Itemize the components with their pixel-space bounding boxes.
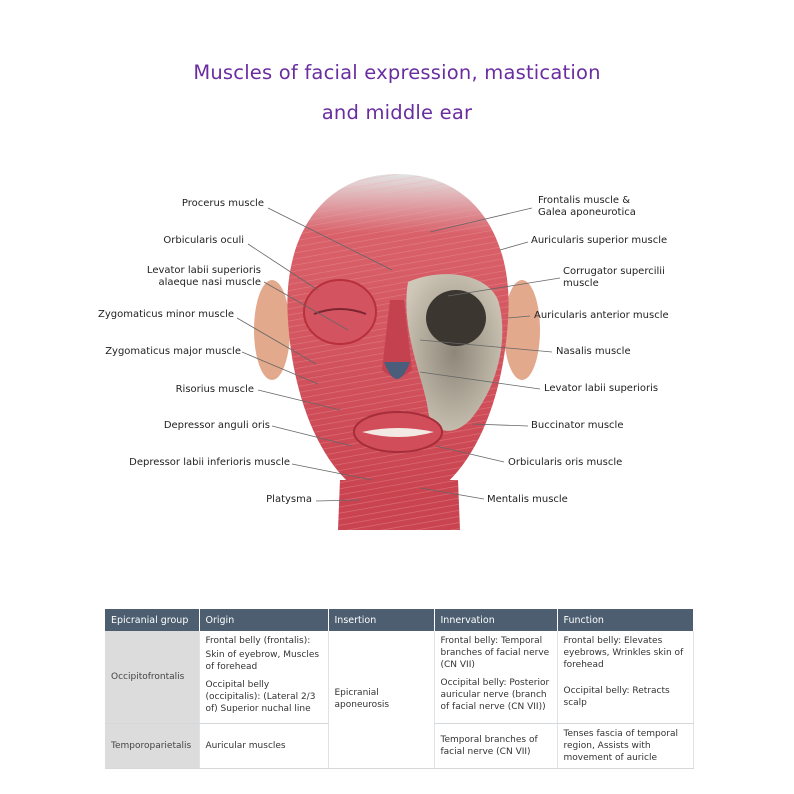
table-row: Occipitofrontalis Frontal belly (frontal… <box>105 631 694 769</box>
page-title-line-1: Muscles of facial expression, masticatio… <box>193 61 601 84</box>
function-occipital: Occipital belly: Retracts scalp <box>563 686 670 708</box>
label-orbicularis-oris: Orbicularis oris muscle <box>508 457 623 468</box>
origin-frontal: Skin of eyebrow, Muscles of forehead <box>205 650 320 672</box>
label-mentalis: Mentalis muscle <box>487 494 568 505</box>
header-epicranial-group: Epicranial group <box>105 609 200 631</box>
cell-origin-occipitofrontalis: Frontal belly (frontalis): Skin of eyebr… <box>199 631 329 724</box>
header-origin: Origin <box>199 609 329 631</box>
origin-occipital: Occipital belly (occipitalis): (Lateral … <box>205 680 316 714</box>
right-ear-shape <box>504 280 540 380</box>
label-depressor-labii: Depressor labii inferioris muscle <box>129 457 290 468</box>
label-auricularis-anterior: Auricularis anterior muscle <box>534 310 669 321</box>
row-name-temporoparietalis: Temporoparietalis <box>105 723 200 769</box>
header-function: Function <box>557 609 694 631</box>
row-name-occipitofrontalis: Occipitofrontalis <box>105 631 200 724</box>
label-auricularis-superior: Auricularis superior muscle <box>531 235 668 246</box>
nose-shape <box>382 300 412 377</box>
label-orbicularis-oculi: Orbicularis oculi <box>163 235 244 246</box>
label-platysma: Platysma <box>266 494 312 505</box>
origin-frontal-title: Frontal belly (frontalis): <box>205 636 311 646</box>
label-corrugator: Corrugator supercilii muscle <box>563 266 665 289</box>
page-title-line-2: and middle ear <box>321 101 473 124</box>
table-header-row: Epicranial group Origin Insertion Innerv… <box>105 609 694 631</box>
face-anatomy-drawing <box>236 174 561 530</box>
label-zygomaticus-major: Zygomaticus major muscle <box>105 346 241 357</box>
label-levator-labii: Levator labii superioris <box>544 383 659 394</box>
table-row: Temporoparietalis Auricular muscles Temp… <box>105 723 694 769</box>
label-nasalis: Nasalis muscle <box>556 346 631 357</box>
left-orbit-shape <box>303 279 377 345</box>
innervation-occipital: Occipital belly: Posterior auricular ner… <box>440 678 550 712</box>
cell-innervation-occipitofrontalis: Frontal belly: Temporal branches of faci… <box>434 631 558 724</box>
label-risorius: Risorius muscle <box>175 384 254 395</box>
innervation-frontal: Frontal belly: Temporal branches of faci… <box>440 636 550 670</box>
left-ear-shape <box>254 280 290 380</box>
label-procerus: Procerus muscle <box>181 198 264 209</box>
right-orbit-shape <box>426 290 486 346</box>
cell-insertion: Epicranial aponeurosis <box>328 631 435 769</box>
cell-function-occipitofrontalis: Frontal belly: Elevates eyebrows, Wrinkl… <box>557 631 694 724</box>
function-frontal: Frontal belly: Elevates eyebrows, Wrinkl… <box>563 636 684 670</box>
label-levator-labii-alaeque: Levator labii superioris alaeque nasi mu… <box>146 265 261 288</box>
header-innervation: Innervation <box>434 609 558 631</box>
cell-origin-temporoparietalis: Auricular muscles <box>199 723 329 769</box>
label-depressor-anguli: Depressor anguli oris <box>163 420 270 431</box>
header-insertion: Insertion <box>328 609 435 631</box>
facial-muscles-illustration: Procerus muscle Orbicularis oculi Levato… <box>97 174 669 530</box>
cell-innervation-temporoparietalis: Temporal branches of facial nerve (CN VI… <box>434 723 558 769</box>
leader-lines <box>236 207 561 502</box>
epicranial-group-table: Epicranial group Origin Insertion Innerv… <box>105 609 694 769</box>
cell-function-temporoparietalis: Tenses fascia of temporal region, Assist… <box>557 723 694 769</box>
label-buccinator: Buccinator muscle <box>531 420 624 431</box>
label-zygomaticus-minor: Zygomaticus minor muscle <box>97 309 234 320</box>
label-frontalis: Frontalis muscle & Galea aponeurotica <box>538 195 636 218</box>
